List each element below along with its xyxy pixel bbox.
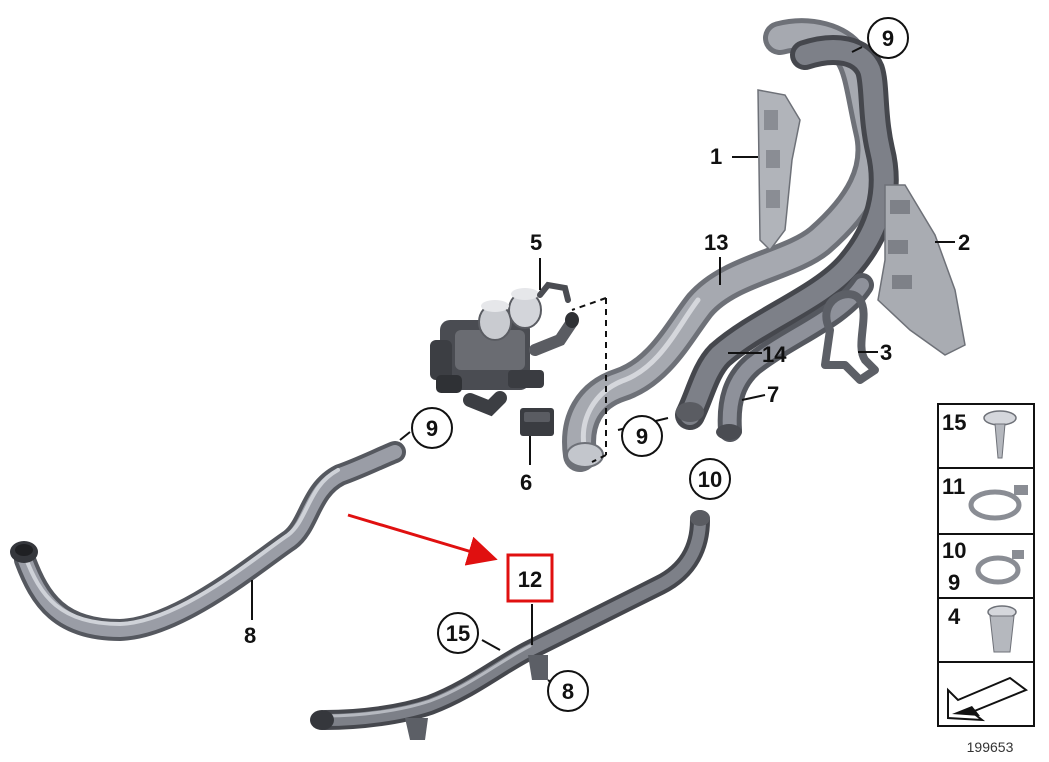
highlight-box [506, 553, 554, 603]
label-part-7: 7 [767, 382, 779, 407]
label-part-3: 3 [880, 340, 892, 365]
circle-8: 8 [547, 670, 589, 712]
highlight-annotation: 12 [347, 513, 554, 603]
hose-clamp-small-icon [975, 550, 1024, 585]
circle-9-mid: 9 [621, 415, 663, 457]
label-part-6: 6 [520, 470, 532, 495]
hose-clamp-icon [968, 485, 1028, 521]
diagram-id: 199653 [967, 739, 1014, 755]
part-labels: 1 2 3 5 6 7 8 13 14 [244, 144, 970, 648]
circle-9-left-text: 9 [426, 416, 438, 441]
legend-label-10: 10 [942, 538, 966, 563]
screw-icon [983, 410, 1017, 459]
label-part-12: 12 [518, 567, 542, 592]
legend-label-4: 4 [948, 604, 961, 629]
legend-label-15: 15 [942, 410, 966, 435]
label-part-14: 14 [762, 342, 787, 367]
label-part-8: 8 [244, 623, 256, 648]
hose-14 [675, 35, 899, 442]
legend-item-4: 4 [948, 604, 1017, 653]
direction-arrow-icon [947, 676, 1029, 722]
circle-9-top: 9 [867, 17, 909, 59]
label-part-5: 5 [530, 230, 542, 255]
circle-10-text: 10 [698, 467, 722, 492]
bracket-2 [877, 184, 966, 356]
legend-item-11: 11 [942, 474, 1028, 521]
legend-item-15: 15 [942, 410, 1017, 459]
label-part-2: 2 [958, 230, 970, 255]
legend-label-11: 11 [942, 474, 965, 499]
hose-8-left [10, 441, 406, 642]
circle-9-mid-text: 9 [636, 424, 648, 449]
heater-valve-5 [430, 281, 579, 417]
circled-labels: 9 9 9 10 15 8 [411, 17, 909, 712]
label-part-13: 13 [704, 230, 728, 255]
circle-9-left: 9 [411, 407, 453, 449]
connector-6 [520, 408, 554, 436]
circle-15: 15 [437, 612, 479, 654]
circle-9-top-text: 9 [882, 26, 894, 51]
red-arrow [347, 513, 498, 566]
bracket-1 [757, 89, 801, 252]
label-part-1: 1 [710, 144, 722, 169]
circle-8-text: 8 [562, 679, 574, 704]
circle-10: 10 [689, 458, 731, 500]
expanding-rivet-icon [987, 605, 1017, 653]
hose-12 [310, 510, 710, 740]
legend-panel: 15 11 10 9 4 [937, 403, 1035, 727]
holder-3 [821, 290, 879, 384]
circle-15-text: 15 [446, 621, 470, 646]
legend-label-9: 9 [948, 570, 960, 595]
legend-item-10-9: 10 9 [942, 538, 1024, 595]
